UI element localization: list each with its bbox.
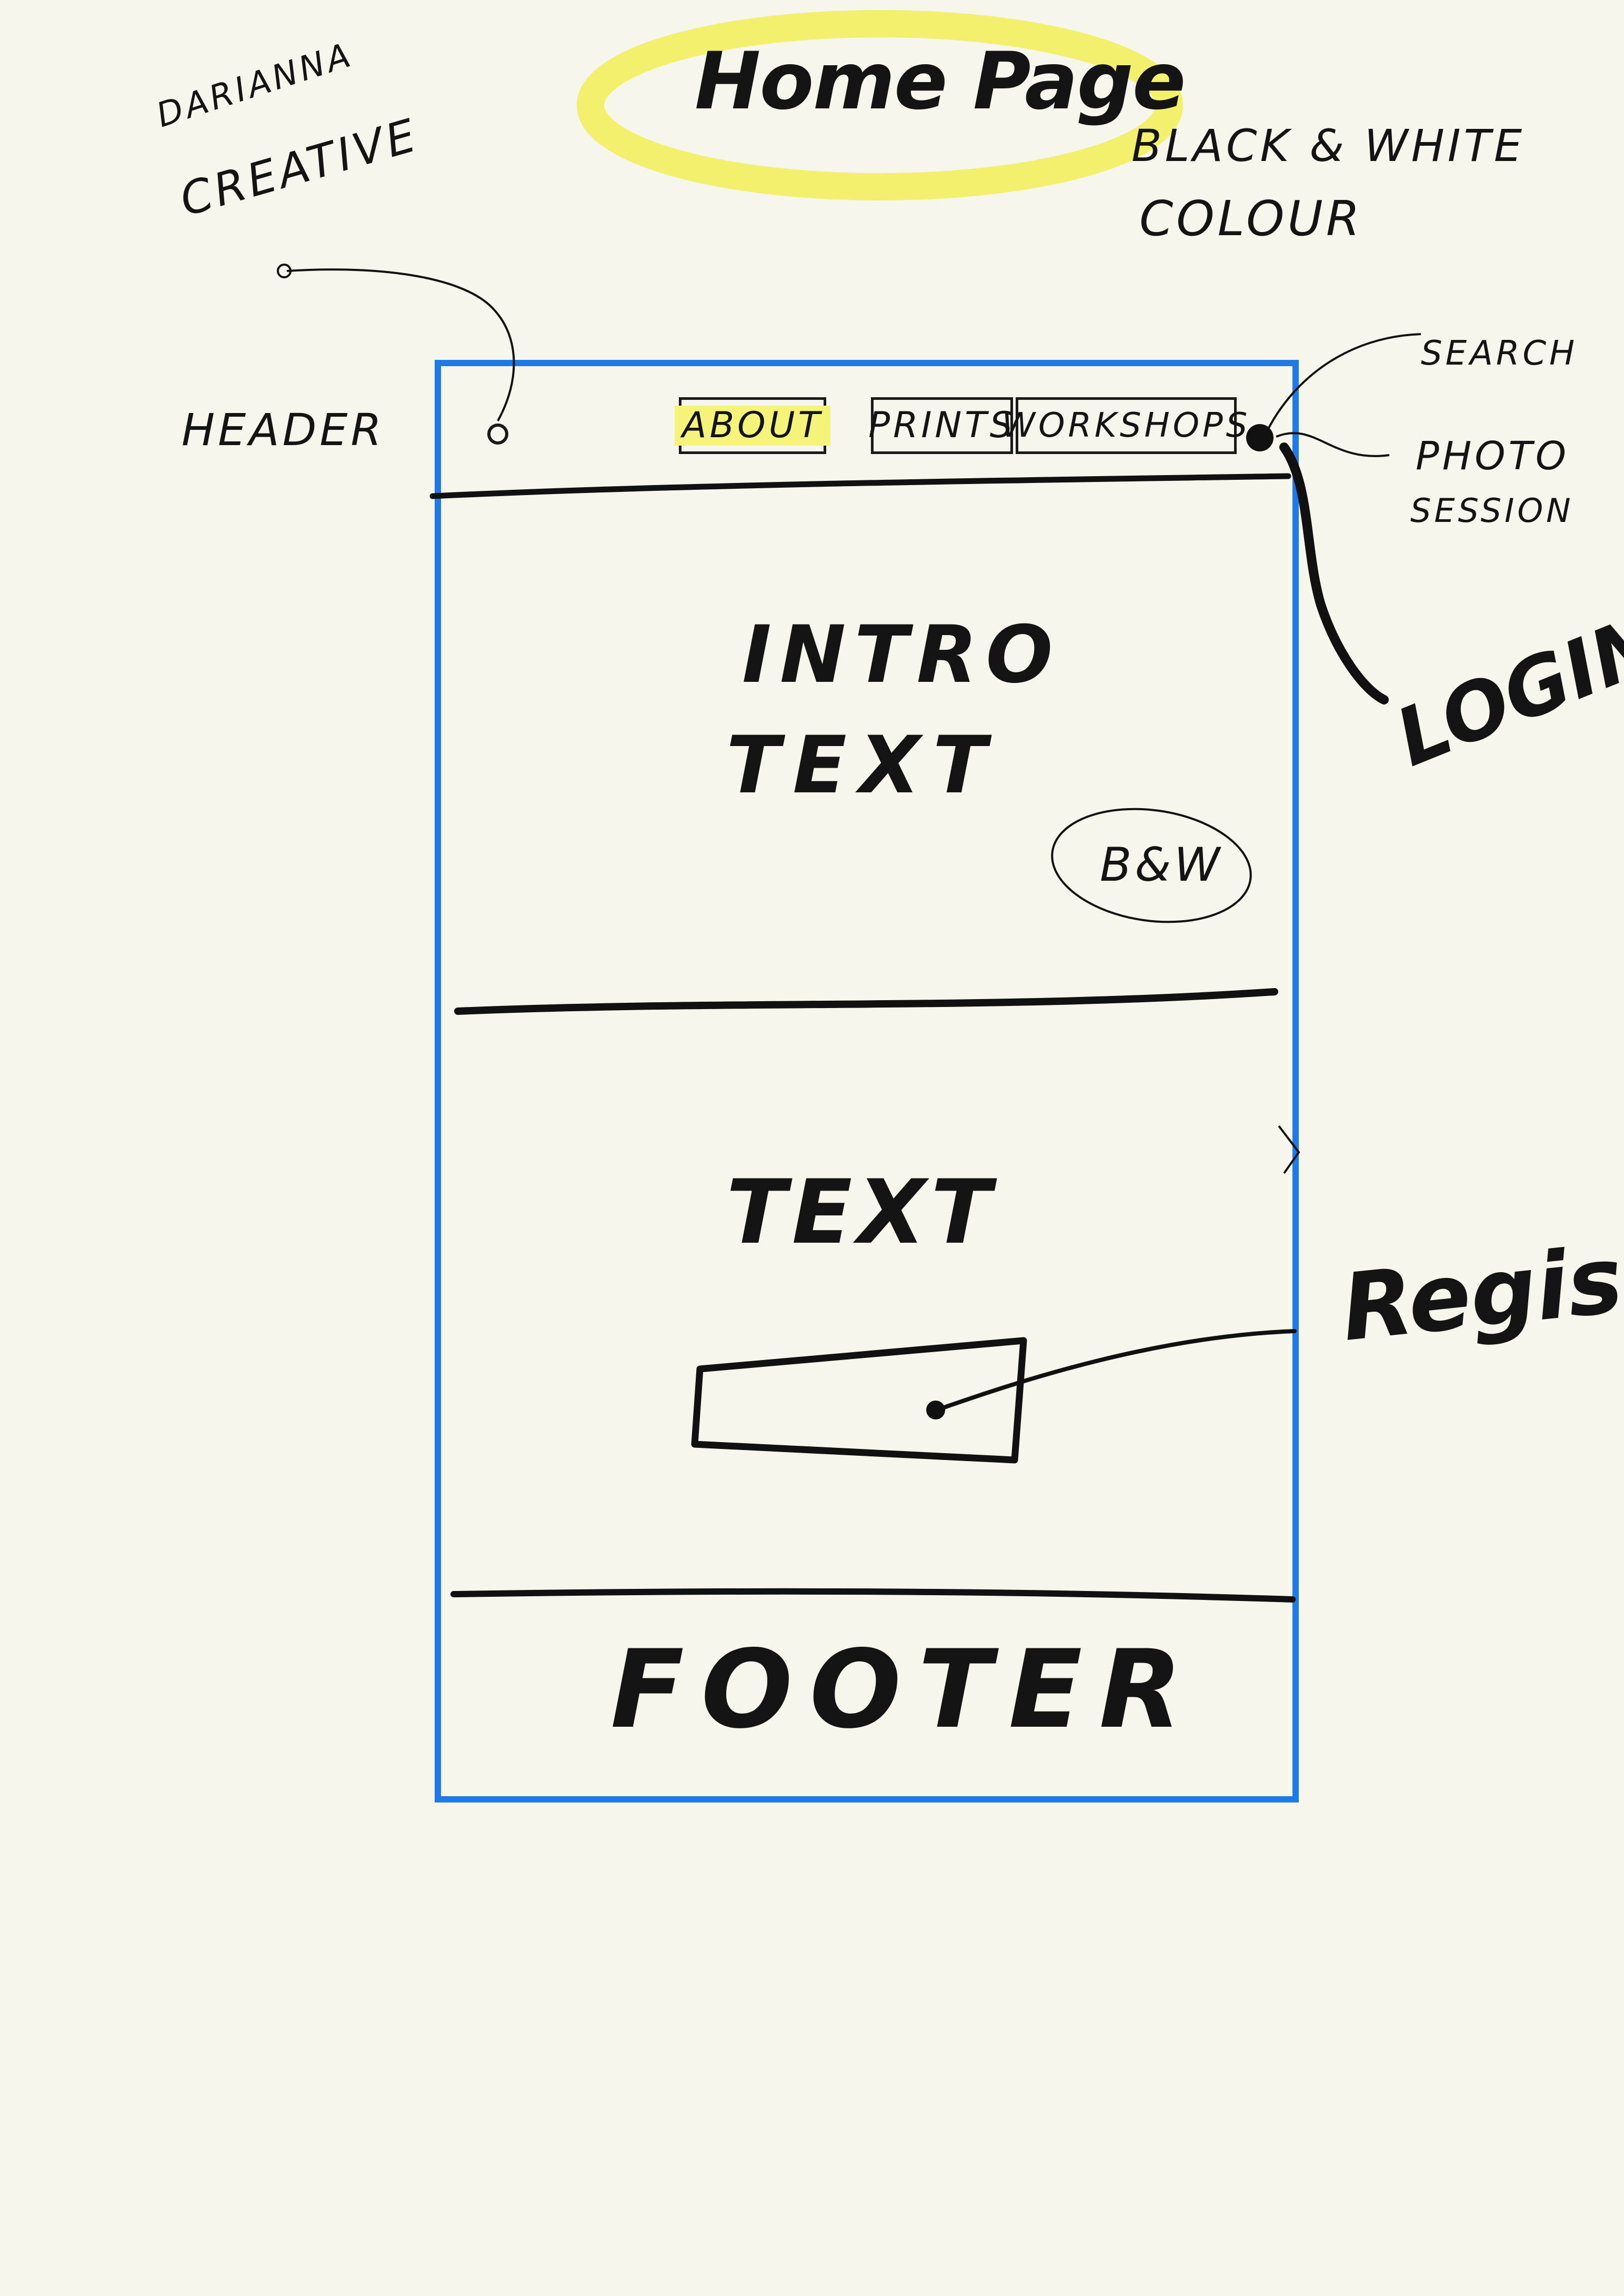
- register-button[interactable]: [697, 1347, 1024, 1457]
- search-leader-line: [1267, 333, 1421, 429]
- nav-tab-workshops[interactable]: WORKSHOPS: [1002, 397, 1247, 454]
- color-note-line1: BLACK & WHITE: [1131, 120, 1525, 172]
- register-button-outline: [691, 1337, 1027, 1464]
- header-note: HEADER: [182, 404, 385, 456]
- brand-leader-line: [286, 268, 515, 421]
- nav-tab-workshops-label: WORKSHOPS: [1001, 406, 1251, 445]
- intro-divider: [454, 988, 1278, 1015]
- photo-session-note-line1: PHOTO: [1416, 434, 1569, 479]
- content-text: TEXT: [726, 1161, 997, 1264]
- login-leader-line: [1279, 442, 1389, 704]
- register-leader-line: [935, 1329, 1297, 1412]
- title-highlight-ellipse: [577, 10, 1183, 200]
- logo-icon[interactable]: [487, 424, 508, 445]
- intro-text-line1: INTRO: [742, 609, 1061, 701]
- wireframe-frame: [435, 360, 1299, 1802]
- bw-badge-ellipse: [1051, 808, 1252, 923]
- scroll-mark: [1278, 1125, 1300, 1174]
- bw-badge: B&W: [1100, 838, 1224, 892]
- color-note-line2: COLOUR: [1139, 190, 1363, 247]
- page-title: Home Page: [695, 36, 1186, 127]
- photo-leader-line: [1276, 432, 1390, 457]
- search-note: SEARCH: [1421, 334, 1578, 373]
- intro-text-line2: TEXT: [726, 720, 999, 811]
- header-divider: [429, 473, 1291, 499]
- nav-tab-about[interactable]: ABOUT: [675, 397, 830, 454]
- nav-tab-prints-label: PRINTS: [868, 405, 1016, 446]
- nav-tab-prints[interactable]: PRINTS: [868, 397, 1016, 454]
- nav-tab-about-label: ABOUT: [675, 406, 830, 446]
- photo-session-note-line2: SESSION: [1410, 491, 1574, 530]
- brand-leader-end: [277, 264, 292, 278]
- content-divider: [450, 1588, 1296, 1603]
- footer-label: FOOTER: [610, 1627, 1199, 1753]
- user-menu-icon[interactable]: [1246, 424, 1274, 451]
